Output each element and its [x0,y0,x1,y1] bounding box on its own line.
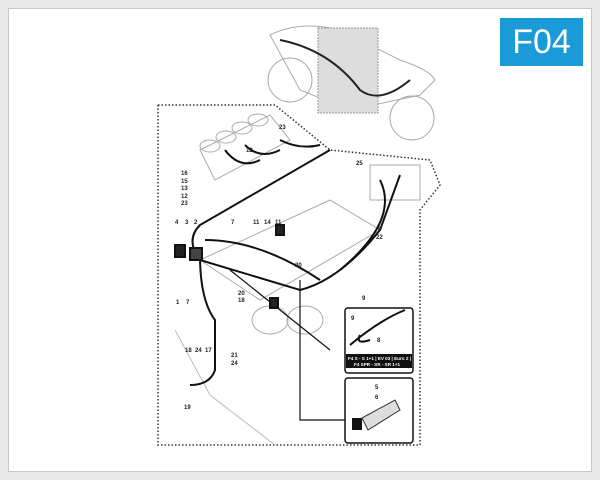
callout: 7 [231,220,235,226]
wiring-harness [174,139,401,421]
callout: 3 [185,220,189,226]
callout: 12 [181,194,188,200]
callout: 15 [181,179,188,185]
callout: 4 [175,220,179,226]
callout: 1 [176,300,180,306]
callout: 7 [186,300,190,306]
callout: 23 [279,125,286,131]
callout: 6 [375,395,379,401]
inset-connector-detail [344,377,414,444]
callout: 11 [275,220,282,226]
callout: 11 [253,220,260,226]
figure-code-badge: F04 [500,18,583,66]
detail-boundary [157,104,441,446]
callout: 25 [356,161,363,167]
callout: 23 [181,201,188,207]
callout: 19 [184,405,191,411]
callout: 14 [264,220,271,226]
callout: 17 [205,348,212,354]
callout: 9 [362,296,366,302]
callout: 2 [194,220,198,226]
callout: 20 [238,291,245,297]
callout: 24 [195,348,202,354]
callout: 9 [351,316,355,322]
callout: 22 [376,235,383,241]
callout: 24 [231,361,238,367]
callout: 8 [378,227,382,233]
callout-labels: 16 15 13 12 23 23 12 25 8 22 11 14 11 4 … [175,125,383,411]
callout: 5 [375,385,379,391]
callout: 13 [181,186,188,192]
inset-caption-line2: F4 SPR - SR - SR 1+1 [354,362,401,367]
callout: 18 [185,348,192,354]
callout: 8 [377,338,381,344]
callout: 16 [181,171,188,177]
inset-clamp-detail: F4 S - S 1+1 | EV 03 | Euro 2 | F4 SPR -… [344,307,414,374]
callout: 12 [246,148,253,154]
callout: 20 [295,263,302,269]
callout: 21 [231,353,238,359]
motorcycle-thumbnail [267,25,436,141]
callout: 18 [238,298,245,304]
inset-caption-line1: F4 S - S 1+1 | EV 03 | Euro 2 | [348,356,411,361]
